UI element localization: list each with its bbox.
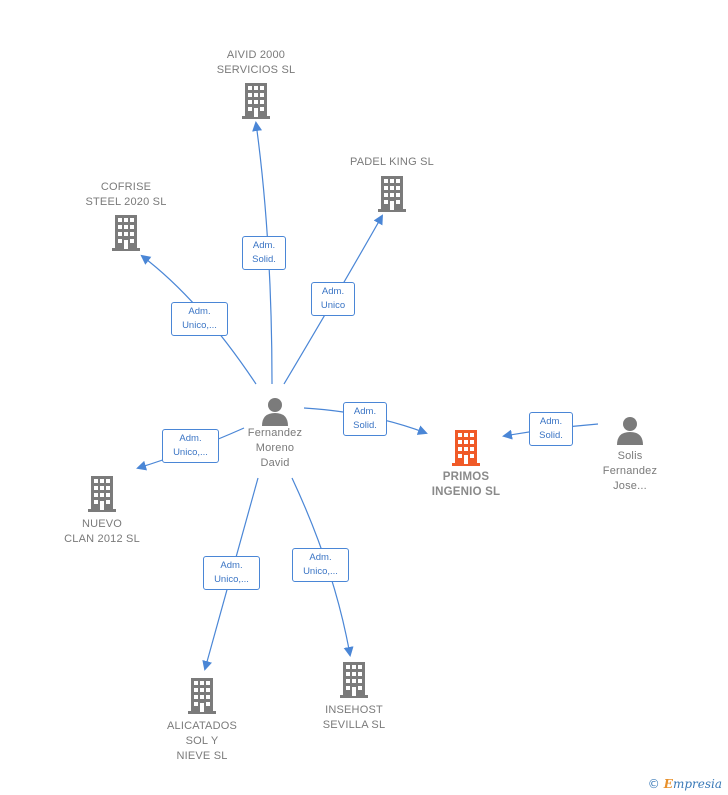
edge-label-primos[interactable]: Adm. Solid. [343, 402, 387, 436]
brand-name: mpresia [672, 777, 722, 791]
building-icon [188, 678, 216, 714]
edge-label-padel[interactable]: Adm. Unico [311, 282, 355, 316]
building-icon [378, 176, 406, 212]
node-label: Solis Fernandez Jose... [602, 450, 658, 492]
building-icon [112, 215, 140, 251]
node-alicatados[interactable]: ALICATADOS SOL Y NIEVE SL [154, 678, 250, 764]
node-label: ALICATADOS SOL Y NIEVE SL [166, 720, 238, 762]
node-label: NUEVO CLAN 2012 SL [64, 518, 140, 545]
node-padel[interactable]: PADEL KING SL [340, 155, 444, 212]
building-icon [242, 83, 270, 119]
building-icon [452, 430, 480, 466]
building-icon [88, 476, 116, 512]
node-label: Fernandez Moreno David [247, 427, 303, 469]
node-label: AIVID 2000 SERVICIOS SL [216, 49, 296, 76]
empresia-credit[interactable]: ©Empresia [648, 777, 722, 791]
node-insehost[interactable]: INSEHOST SEVILLA SL [306, 662, 402, 733]
copyright-icon: © [647, 777, 660, 791]
node-solis[interactable]: Solis Fernandez Jose... [592, 415, 668, 494]
building-icon [340, 662, 368, 698]
node-label: PADEL KING SL [350, 156, 434, 168]
node-label: INSEHOST SEVILLA SL [322, 704, 386, 731]
node-aivid[interactable]: AIVID 2000 SERVICIOS SL [202, 48, 310, 119]
edge-label-alicatados[interactable]: Adm. Unico,... [203, 556, 260, 590]
node-label: COFRISE STEEL 2020 SL [85, 181, 167, 208]
person-icon [262, 398, 288, 426]
node-cofrise[interactable]: COFRISE STEEL 2020 SL [72, 180, 180, 251]
edge-label-cofrise[interactable]: Adm. Unico,... [171, 302, 228, 336]
edge-label-nuevo[interactable]: Adm. Unico,... [162, 429, 219, 463]
edge-label-solis[interactable]: Adm. Solid. [529, 412, 573, 446]
node-nuevo[interactable]: NUEVO CLAN 2012 SL [52, 476, 152, 547]
brand-initial: E [663, 777, 673, 791]
node-primos[interactable]: PRIMOS INGENIO SL [418, 430, 514, 500]
person-icon [617, 417, 643, 445]
edge-label-aivid[interactable]: Adm. Solid. [242, 236, 286, 270]
node-center-person[interactable]: Fernandez Moreno David [234, 396, 316, 471]
node-label: PRIMOS INGENIO SL [431, 471, 501, 498]
edge-label-insehost[interactable]: Adm. Unico,... [292, 548, 349, 582]
